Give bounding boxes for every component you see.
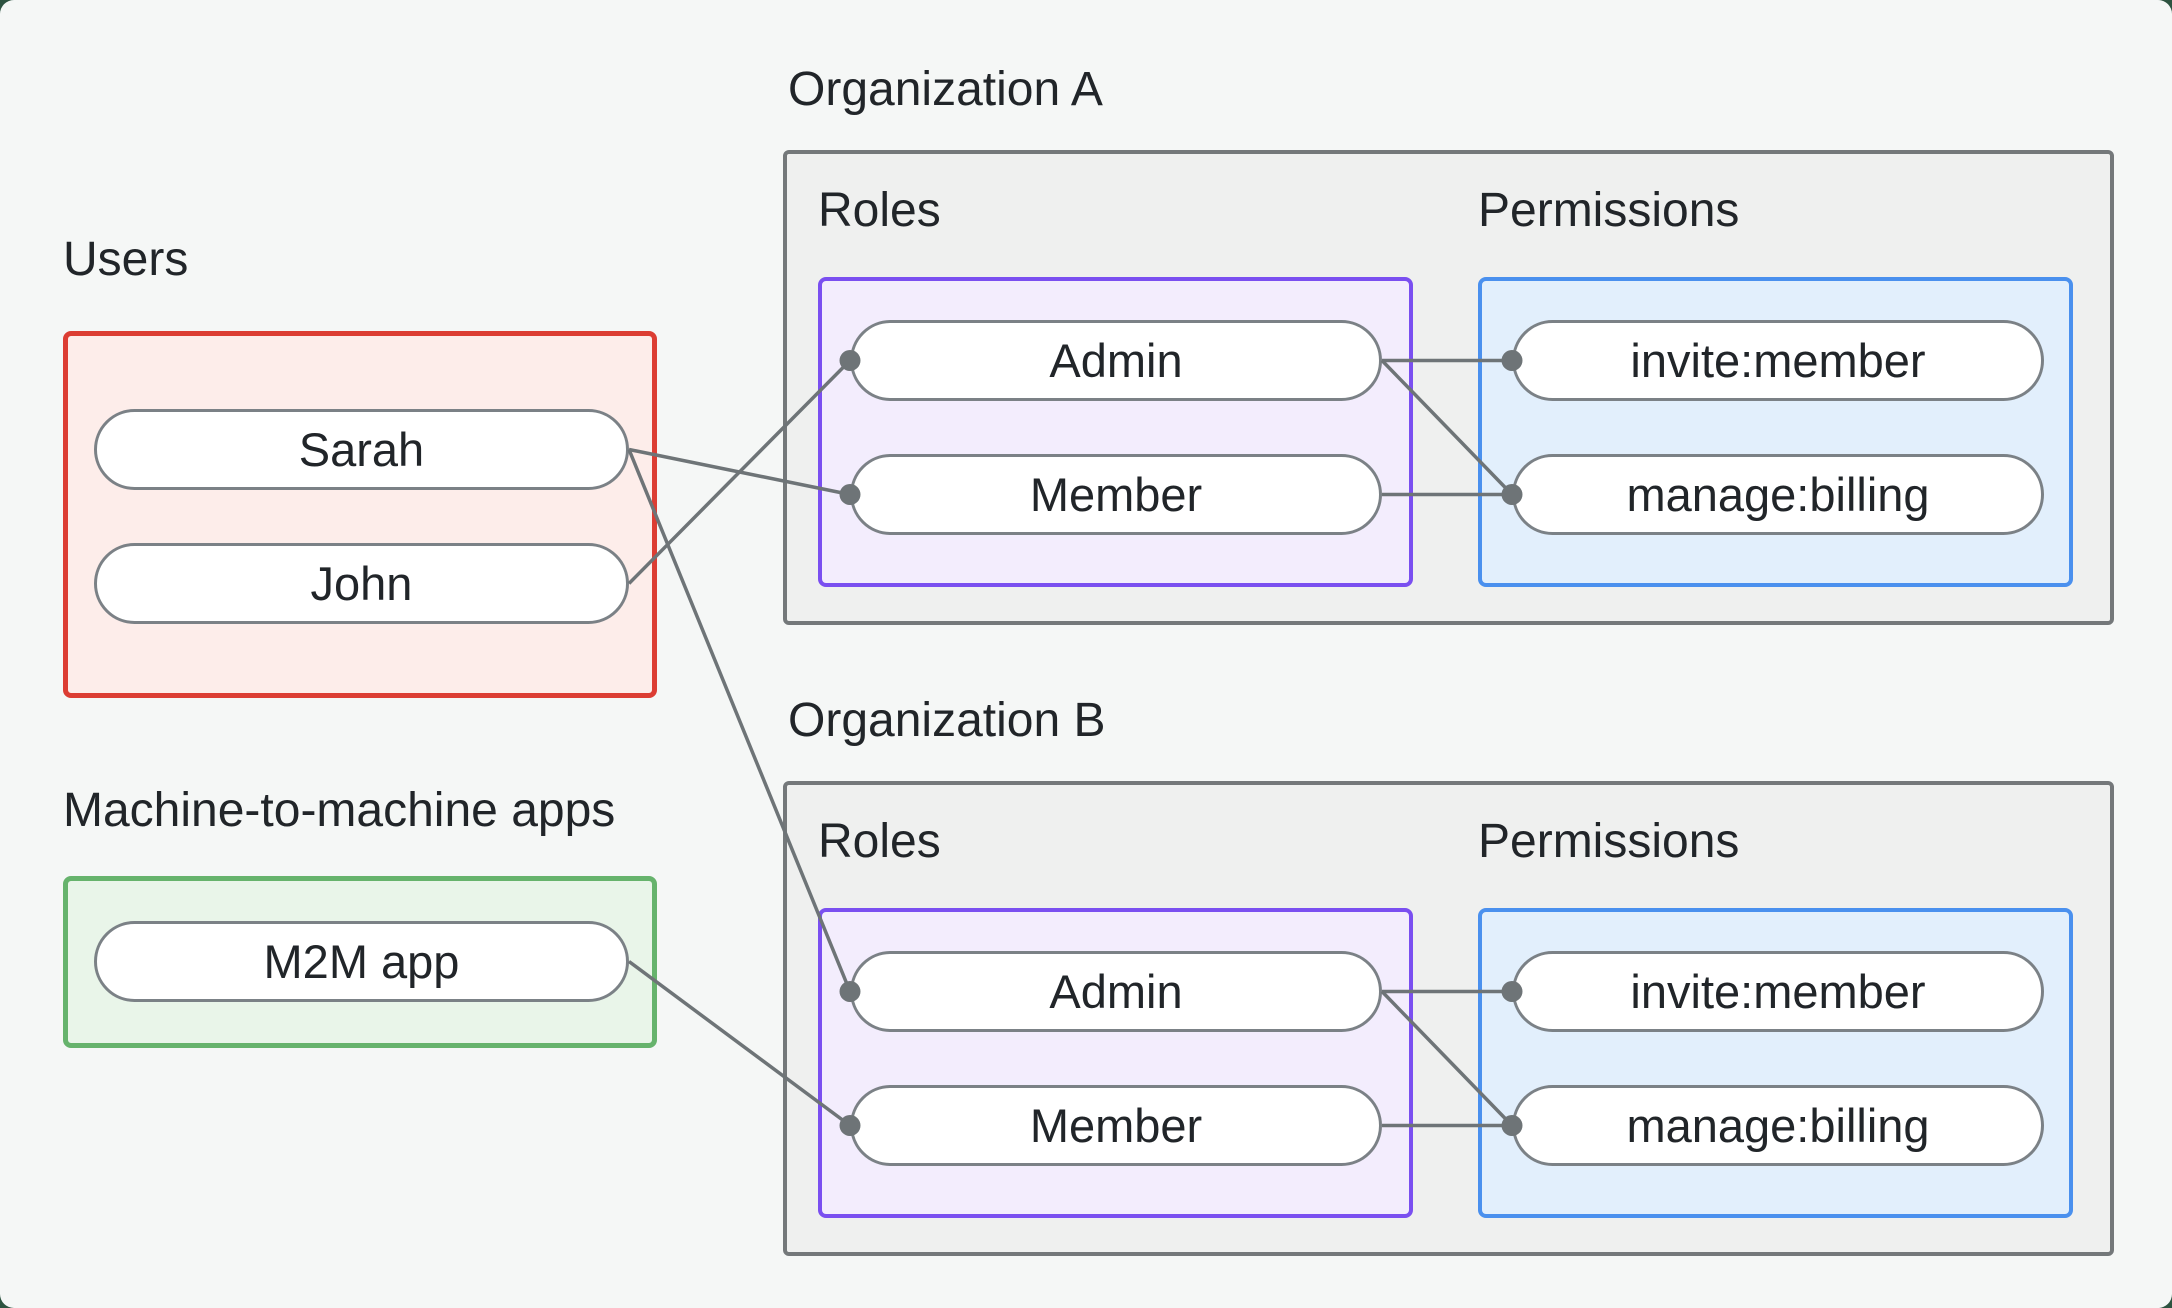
org-b-title: Organization B	[788, 694, 1106, 747]
users-group-label: Users	[63, 233, 189, 286]
org-a-role-admin: Admin	[850, 320, 1382, 401]
user-node-sarah: Sarah	[94, 409, 629, 490]
user-node-sarah-label: Sarah	[298, 423, 425, 476]
user-node-john: John	[94, 543, 629, 624]
org-a-permissions-label: Permissions	[1478, 184, 1740, 237]
org-a-permission-manage-billing: manage:billing	[1512, 454, 2044, 535]
org-a-title: Organization A	[788, 63, 1103, 116]
org-a-roles-label: Roles	[818, 184, 941, 237]
m2m-app-node: M2M app	[94, 921, 629, 1002]
org-a-role-member: Member	[850, 454, 1382, 535]
org-a-permission-invite-member: invite:member	[1512, 320, 2044, 401]
user-node-john-label: John	[310, 557, 413, 610]
org-b-role-member: Member	[850, 1085, 1382, 1166]
org-b-role-admin: Admin	[850, 951, 1382, 1032]
org-a-permission-manage-billing-label: manage:billing	[1626, 468, 1930, 521]
m2m-group-label: Machine-to-machine apps	[63, 784, 616, 837]
org-a-permission-invite-member-label: invite:member	[1630, 334, 1926, 387]
org-b-roles-label: Roles	[818, 815, 941, 868]
org-b-permission-invite-member: invite:member	[1512, 951, 2044, 1032]
users-group-box	[63, 331, 657, 698]
org-a-role-admin-label: Admin	[1049, 334, 1183, 387]
org-b-permission-invite-member-label: invite:member	[1630, 965, 1926, 1018]
m2m-app-node-label: M2M app	[263, 935, 460, 988]
org-b-permissions-label: Permissions	[1478, 815, 1740, 868]
org-b-role-member-label: Member	[1029, 1099, 1203, 1152]
org-b-role-admin-label: Admin	[1049, 965, 1183, 1018]
org-b-permission-manage-billing: manage:billing	[1512, 1085, 2044, 1166]
org-a-role-member-label: Member	[1029, 468, 1203, 521]
org-b-permission-manage-billing-label: manage:billing	[1626, 1099, 1930, 1152]
